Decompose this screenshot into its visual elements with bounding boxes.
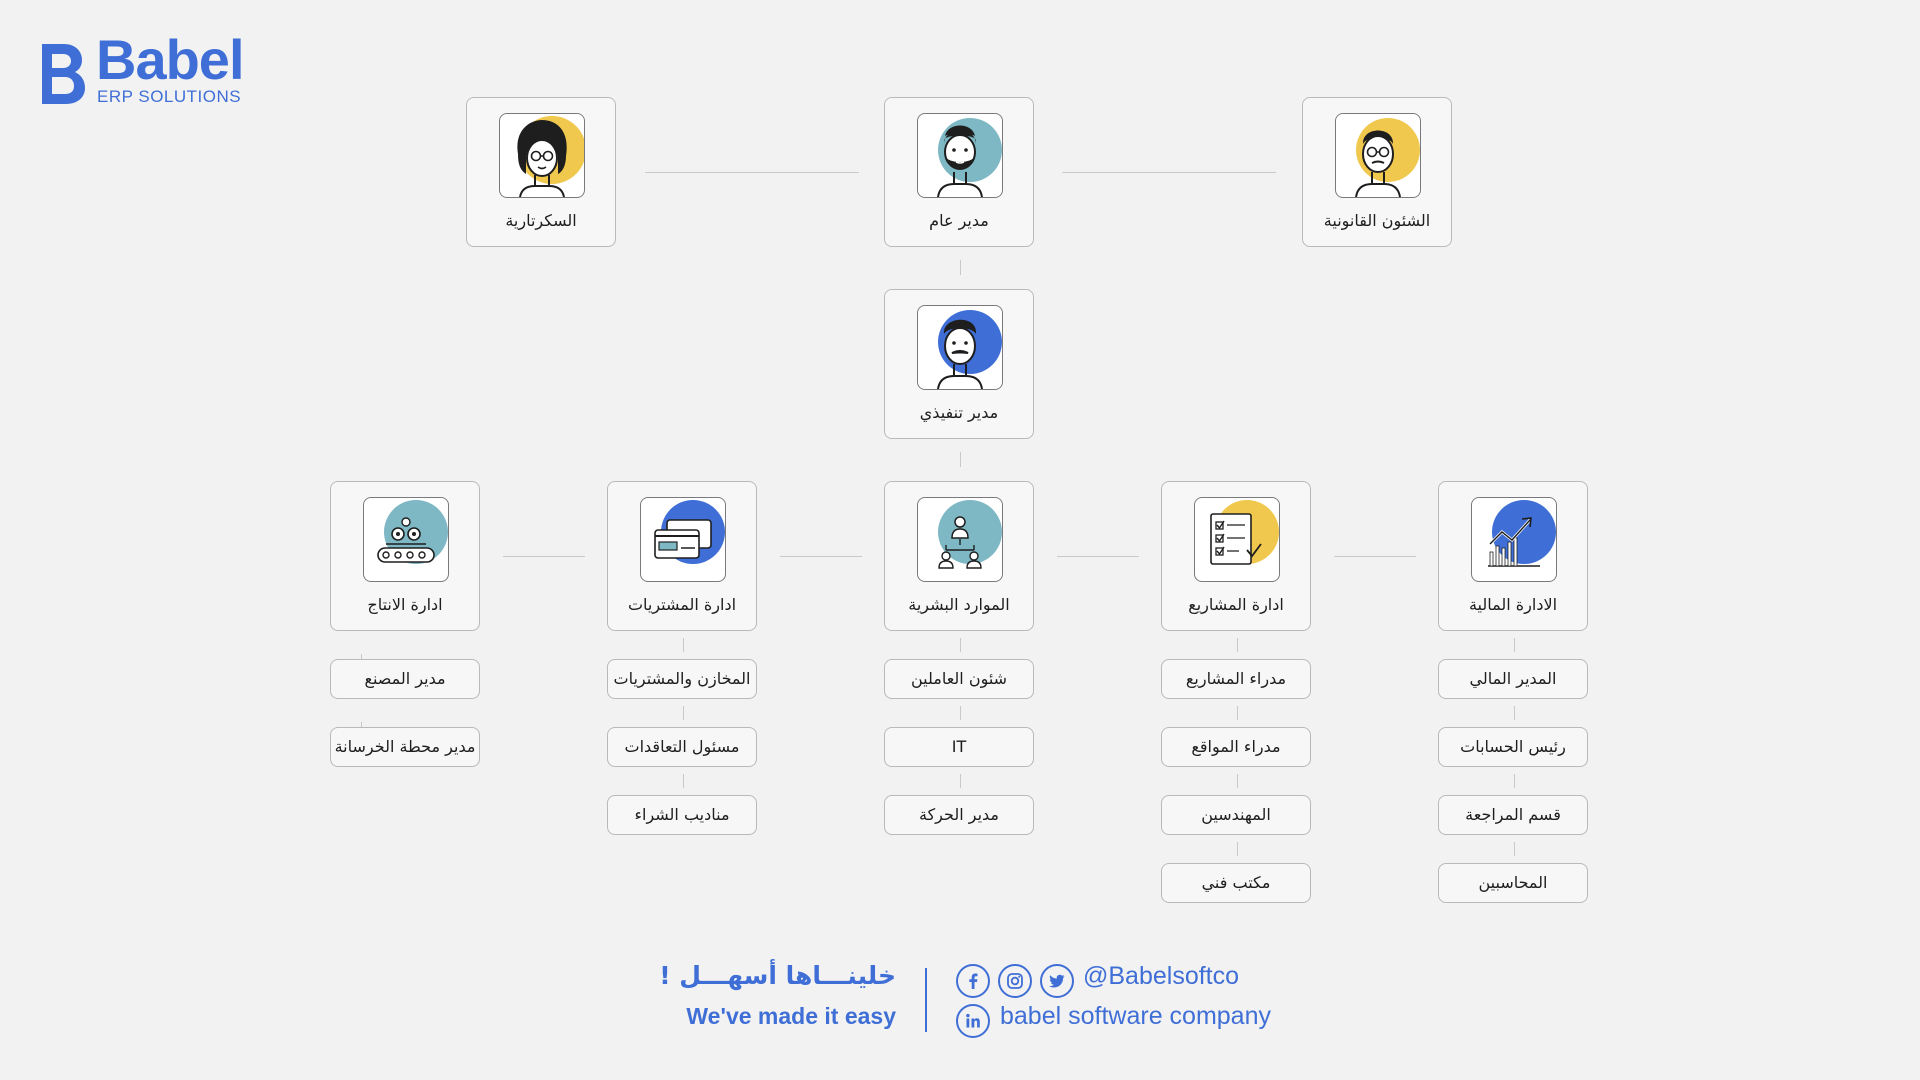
role-pill: المخازن والمشتريات bbox=[607, 659, 757, 699]
icon-frame bbox=[1471, 497, 1557, 582]
twitter-icon[interactable] bbox=[1040, 964, 1074, 998]
connector bbox=[960, 452, 961, 467]
role-pill: المدير المالي bbox=[1438, 659, 1588, 699]
role-pill: IT bbox=[884, 727, 1034, 767]
card-general-manager: مدير عام bbox=[884, 97, 1034, 247]
connector bbox=[683, 774, 684, 788]
role-pill: رئيس الحسابات bbox=[1438, 727, 1588, 767]
instagram-icon[interactable] bbox=[998, 964, 1032, 998]
mustache-man-avatar-icon bbox=[937, 310, 1002, 389]
role-pill: شئون العاملين bbox=[884, 659, 1034, 699]
card-legal-affairs: الشئون القانونية bbox=[1302, 97, 1452, 247]
bearded-man-avatar-icon bbox=[937, 118, 1002, 197]
role-pill: المحاسبين bbox=[1438, 863, 1588, 903]
card-label: مدير عام bbox=[929, 211, 989, 230]
facebook-icon[interactable] bbox=[956, 964, 990, 998]
company-name[interactable]: babel software company bbox=[1000, 1002, 1271, 1030]
connector bbox=[1237, 638, 1238, 652]
connector bbox=[1514, 706, 1515, 720]
role-pill: مدراء المشاريع bbox=[1161, 659, 1311, 699]
connector bbox=[1237, 774, 1238, 788]
role-pill: المهندسين bbox=[1161, 795, 1311, 835]
icon-frame bbox=[917, 497, 1003, 582]
role-pill: مناديب الشراء bbox=[607, 795, 757, 835]
avatar-frame bbox=[917, 113, 1003, 198]
card-production: ادارة الانتاج bbox=[330, 481, 480, 631]
card-finance: الادارة المالية bbox=[1438, 481, 1588, 631]
card-human-resources: الموارد البشرية bbox=[884, 481, 1034, 631]
card-label: الادارة المالية bbox=[1468, 595, 1558, 614]
role-pill: مسئول التعاقدات bbox=[607, 727, 757, 767]
role-pill: مكتب فني bbox=[1161, 863, 1311, 903]
role-pill: مدير المصنع bbox=[330, 659, 480, 699]
card-label: الشئون القانونية bbox=[1323, 211, 1431, 230]
man-glasses-avatar-icon bbox=[1355, 118, 1420, 197]
role-pill: مدير الحركة bbox=[884, 795, 1034, 835]
connector bbox=[960, 638, 961, 652]
role-pill: مدراء المواقع bbox=[1161, 727, 1311, 767]
connector bbox=[1057, 556, 1139, 557]
woman-avatar-icon bbox=[517, 116, 584, 197]
people-network-icon bbox=[938, 500, 1002, 569]
card-label: ادارة الانتاج bbox=[367, 595, 443, 614]
card-procurement: ادارة المشتريات bbox=[607, 481, 757, 631]
connector bbox=[960, 706, 961, 720]
linkedin-icon[interactable] bbox=[956, 1004, 990, 1038]
brand-tagline: ERP SOLUTIONS bbox=[97, 87, 242, 106]
connector bbox=[1514, 774, 1515, 788]
role-pill: قسم المراجعة bbox=[1438, 795, 1588, 835]
connector bbox=[1334, 556, 1416, 557]
card-projects: ادارة المشاريع bbox=[1161, 481, 1311, 631]
card-label: السكرتارية bbox=[505, 211, 577, 230]
card-secretary: السكرتارية bbox=[466, 97, 616, 247]
conveyor-gears-icon bbox=[377, 500, 448, 564]
connector bbox=[960, 774, 961, 788]
slogan-english: We've made it easy bbox=[686, 1003, 896, 1029]
social-handle[interactable]: @Babelsoftco bbox=[1083, 962, 1240, 990]
growth-chart-icon bbox=[1488, 500, 1556, 567]
avatar-frame bbox=[499, 113, 585, 198]
babel-logo: Babel ERP SOLUTIONS bbox=[38, 32, 278, 108]
connector bbox=[1514, 842, 1515, 856]
footer-divider bbox=[925, 968, 927, 1032]
connector bbox=[1062, 172, 1276, 173]
connector bbox=[683, 638, 684, 652]
icon-frame bbox=[1194, 497, 1280, 582]
credit-card-icon bbox=[654, 500, 725, 564]
icon-frame bbox=[363, 497, 449, 582]
card-label: الموارد البشرية bbox=[908, 595, 1010, 614]
connector bbox=[645, 172, 859, 173]
card-executive-manager: مدير تنفيذي bbox=[884, 289, 1034, 439]
card-label: ادارة المشتريات bbox=[627, 595, 737, 614]
connector bbox=[780, 556, 862, 557]
babel-b-icon bbox=[42, 44, 85, 104]
slogan-arabic: خلينـــاها أسهـــل ! bbox=[659, 961, 896, 990]
connector bbox=[503, 556, 585, 557]
avatar-frame bbox=[1335, 113, 1421, 198]
icon-frame bbox=[640, 497, 726, 582]
connector bbox=[1237, 842, 1238, 856]
card-label: مدير تنفيذي bbox=[919, 403, 999, 422]
connector bbox=[960, 260, 961, 275]
connector bbox=[1237, 706, 1238, 720]
role-pill: مدير محطة الخرسانة bbox=[330, 727, 480, 767]
avatar-frame bbox=[917, 305, 1003, 390]
checklist-icon bbox=[1210, 500, 1279, 565]
brand-name: Babel bbox=[96, 28, 244, 91]
connector bbox=[683, 706, 684, 720]
card-label: ادارة المشاريع bbox=[1188, 595, 1284, 614]
connector bbox=[1514, 638, 1515, 652]
